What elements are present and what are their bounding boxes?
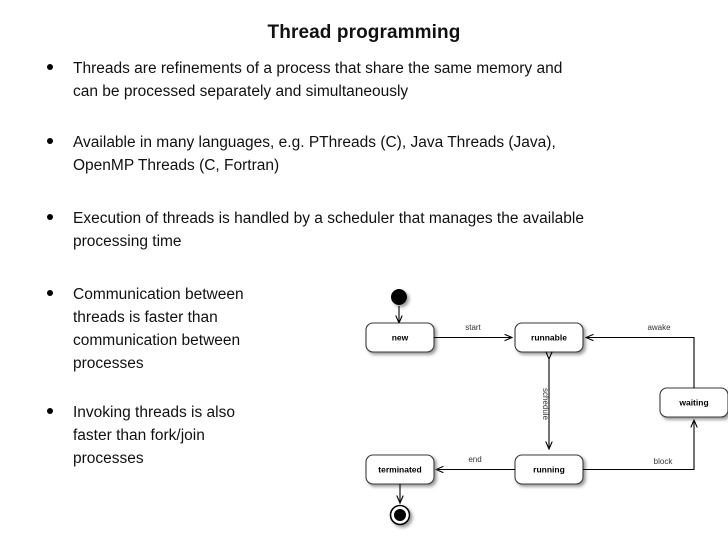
state-node-running: running <box>514 454 584 485</box>
transition-schedule: schedule <box>541 359 550 449</box>
bullet-item-communication: Communication between threads is faster … <box>44 283 328 375</box>
state-node-new: new <box>365 322 435 353</box>
bullet-marker-icon <box>47 408 53 414</box>
page-title: Thread programming <box>267 22 461 43</box>
state-label-terminated: terminated <box>378 464 421 474</box>
bullet-marker-icon <box>47 64 53 70</box>
state-node-runnable: runnable <box>514 322 584 353</box>
bullet-text: Communication between threads is faster … <box>73 286 244 372</box>
transition-running-terminated: end <box>436 455 515 470</box>
transition-label-awake: awake <box>647 323 671 332</box>
initial-state-node <box>391 289 407 305</box>
transition-label-block: block <box>654 457 674 466</box>
bullet-text: Invoking threads is also faster than for… <box>73 404 235 467</box>
thread-state-diagram: new start runnable schedule running <box>360 283 728 546</box>
state-label-running: running <box>533 464 565 474</box>
transition-running-waiting: block <box>583 420 694 471</box>
bullet-text: Threads are refinements of a process tha… <box>73 60 563 100</box>
state-node-waiting: waiting <box>659 387 728 418</box>
state-label-new: new <box>392 332 409 342</box>
transition-label-end: end <box>468 455 481 464</box>
bullet-item-invoking: Invoking threads is also faster than for… <box>44 401 328 470</box>
bullet-text: Available in many languages, e.g. PThrea… <box>73 134 556 174</box>
bullet-marker-icon <box>47 290 53 296</box>
state-label-runnable: runnable <box>531 332 567 342</box>
bullet-item-available-languages: Available in many languages, e.g. PThrea… <box>44 131 704 177</box>
transition-new-runnable: start <box>434 323 512 338</box>
final-state-node <box>389 504 411 526</box>
bullet-marker-icon <box>47 138 53 144</box>
bullet-list: Threads are refinements of a process tha… <box>44 57 704 470</box>
bullet-marker-icon <box>47 214 53 220</box>
state-label-waiting: waiting <box>678 397 708 407</box>
transition-label-schedule: schedule <box>541 388 550 421</box>
transition-label-start: start <box>465 323 481 332</box>
bullet-text: Execution of threads is handled by a sch… <box>73 210 584 250</box>
state-node-terminated: terminated <box>365 454 435 485</box>
bullet-item-scheduler: Execution of threads is handled by a sch… <box>44 207 704 253</box>
bullet-item-threads-definition: Threads are refinements of a process tha… <box>44 57 704 103</box>
transition-waiting-runnable: awake <box>586 323 695 388</box>
